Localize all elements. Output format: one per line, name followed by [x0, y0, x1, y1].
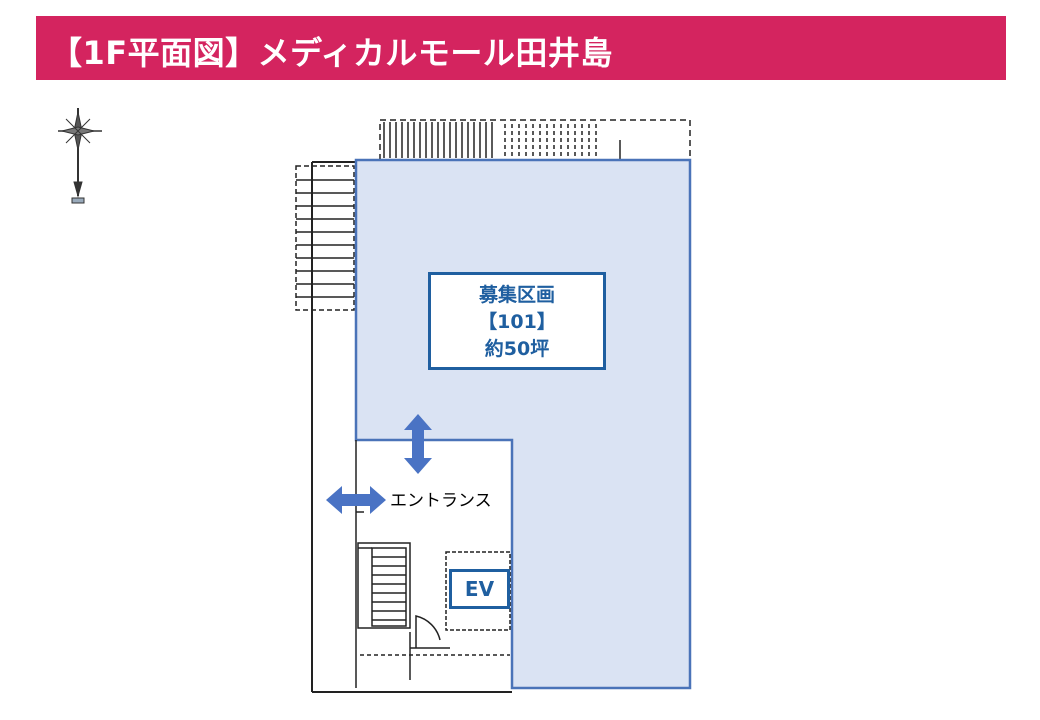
core-area: [355, 440, 511, 688]
page-title: 【1F平面図】メディカルモール田井島: [50, 34, 613, 72]
unit-label-recruiting: 募集区画: [478, 284, 555, 306]
compass-rose-icon: [58, 108, 102, 204]
unit-101-label: 募集区画 【101】 約50坪: [428, 272, 606, 370]
unit-label-number: 【101】: [478, 311, 556, 333]
stairs-top: [379, 119, 691, 178]
unit-label-area: 約50坪: [484, 338, 550, 360]
arrow-vertical: [404, 414, 432, 474]
entrance-label: エントランス: [390, 491, 492, 511]
stairs-left: [295, 165, 355, 311]
elevator-label: EV: [449, 569, 510, 609]
title-bar: 【1F平面図】メディカルモール田井島: [36, 16, 1006, 80]
arrow-horizontal: [326, 486, 386, 514]
